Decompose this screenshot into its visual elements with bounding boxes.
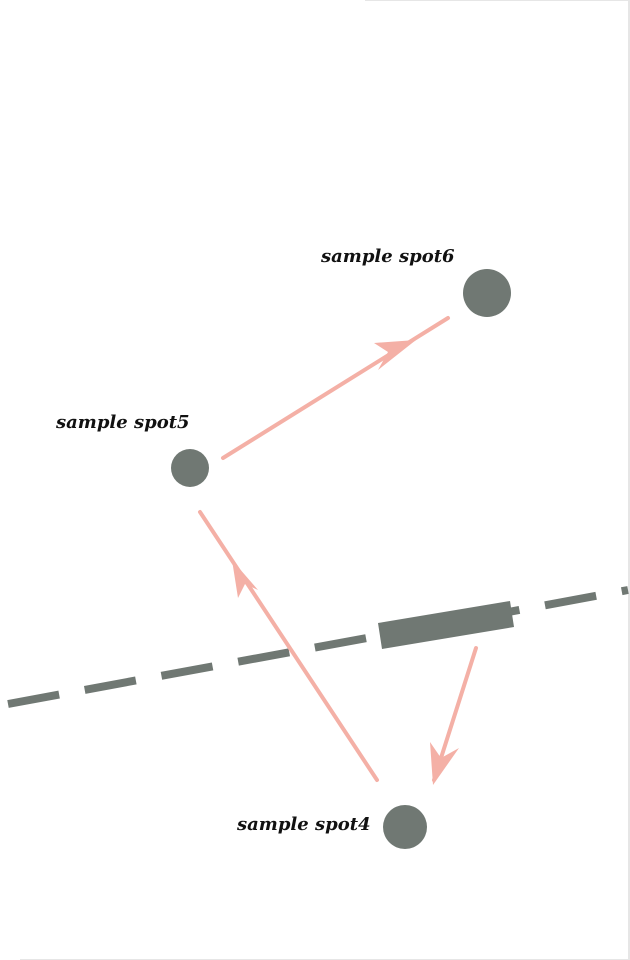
spot5-label: sample spot5	[55, 412, 190, 433]
right-border	[628, 0, 630, 960]
arrowhead-block-to-spot4	[430, 742, 459, 785]
dashed-path	[7, 586, 629, 708]
arrowhead-spot4-to-spot5	[232, 560, 258, 598]
spot4-label: sample spot4	[236, 814, 371, 835]
arrows	[198, 316, 478, 782]
arrow-spot4-to-spot5	[198, 510, 379, 782]
spot4-dot	[383, 805, 427, 849]
path-block	[378, 601, 514, 649]
arrowheads	[232, 340, 459, 785]
spot6-dot	[463, 269, 511, 317]
spot6-label: sample spot6	[320, 246, 455, 267]
spot5-dot	[171, 449, 209, 487]
dashed-path-line	[7, 586, 629, 708]
arrow-spot5-to-spot6	[221, 316, 450, 460]
arrowhead-spot5-to-spot6	[374, 340, 416, 370]
top-border	[365, 0, 630, 1]
